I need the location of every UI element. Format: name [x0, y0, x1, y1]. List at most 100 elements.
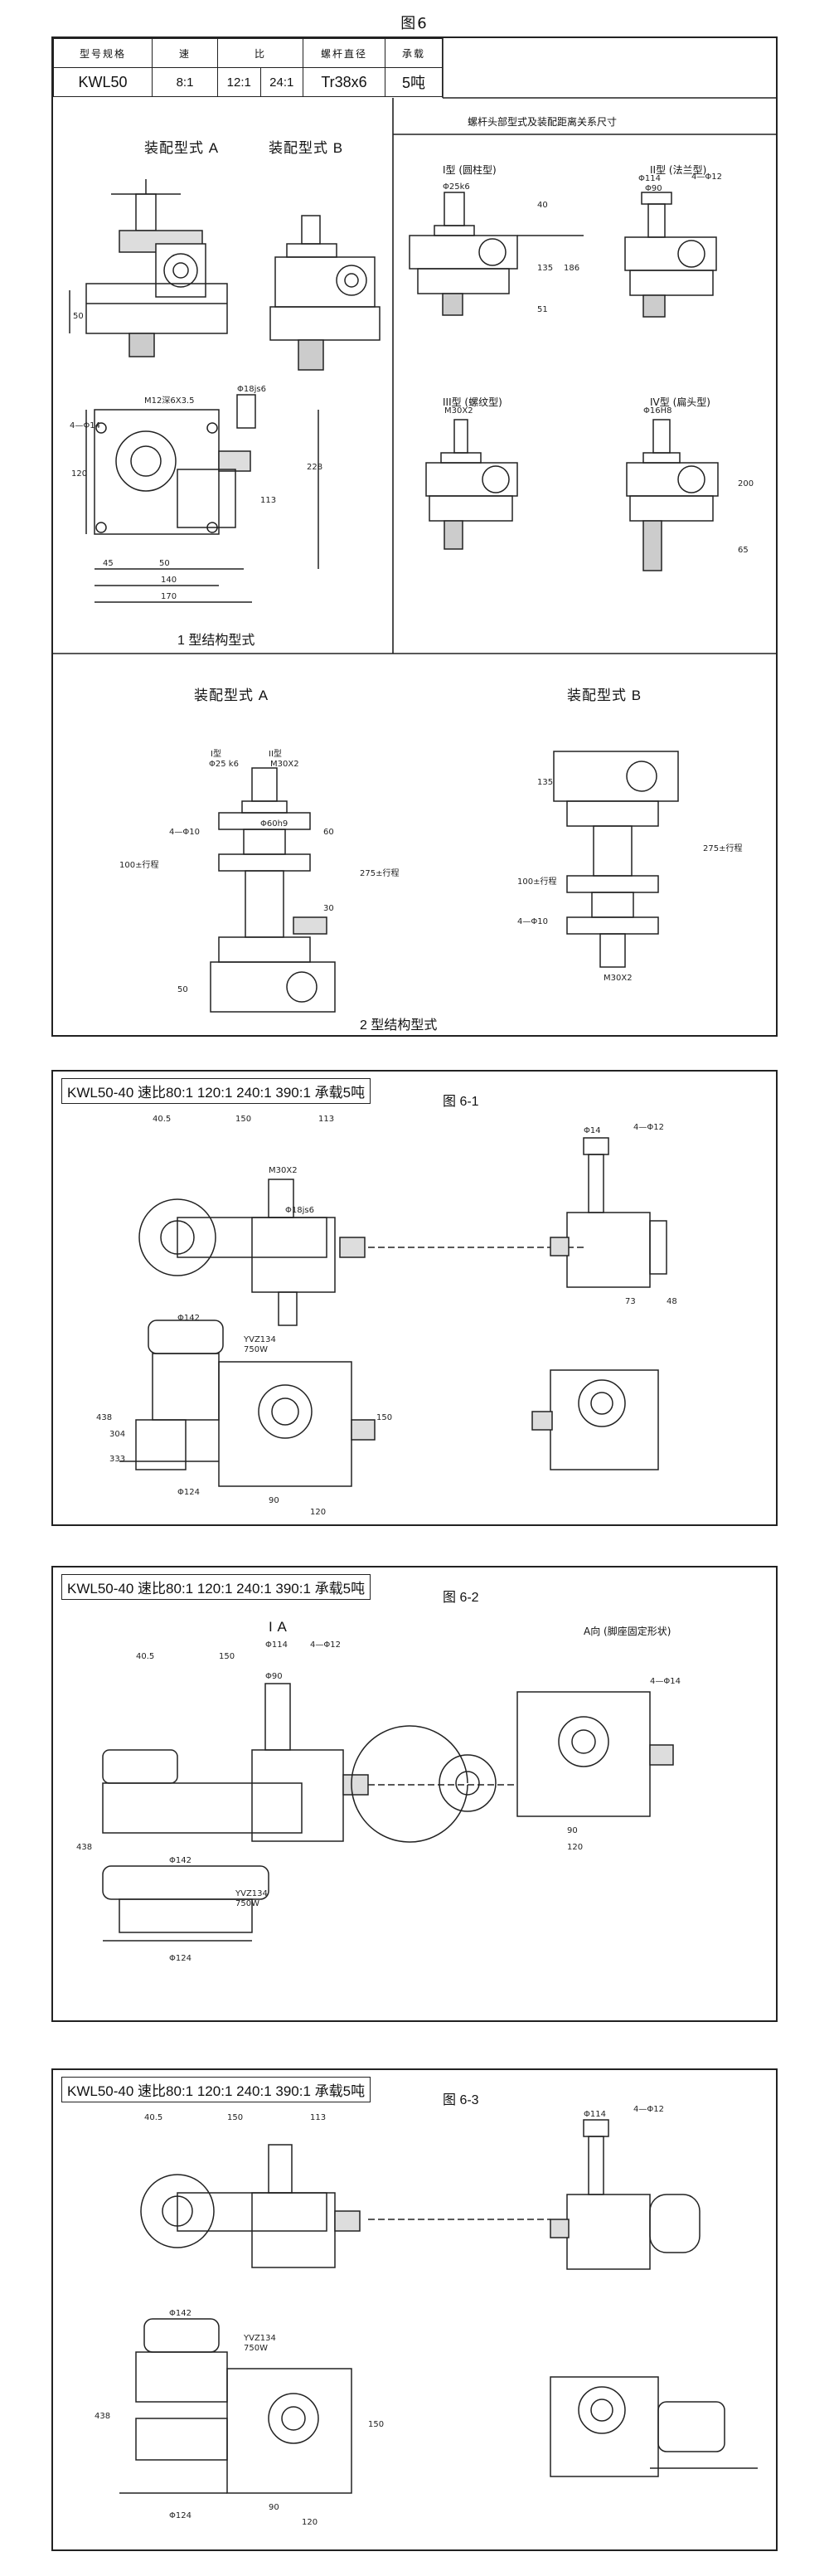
p61-dim-150b: 150: [376, 1413, 392, 1422]
panel-6-2-fig: 图 6-2: [443, 1591, 479, 1605]
spec-ratio-3: 24:1: [259, 67, 303, 97]
p63-dim-142: Φ142: [169, 2309, 191, 2318]
s2-view-a-label: 装配型式 A: [194, 688, 269, 703]
panel-6-1: KWL50-40 速比80:1 120:1 240:1 390:1 承载5吨 图…: [51, 1070, 778, 1526]
panel-6-2-header: KWL50-40 速比80:1 120:1 240:1 390:1 承载5吨: [61, 1574, 371, 1600]
s1-view-b-label: 装配型式 B: [269, 140, 344, 156]
panel-6-2: KWL50-40 速比80:1 120:1 240:1 390:1 承载5吨 图…: [51, 1566, 778, 2022]
dim-114: Φ114: [638, 174, 661, 183]
s1-caption: 1 型结构型式: [177, 634, 255, 648]
p63-dim-114: Φ114: [584, 2110, 606, 2119]
dim-s2b-275: 275±行程: [703, 843, 742, 853]
spec-ratio-2: 12:1: [217, 67, 261, 97]
spec-ratio-1: 8:1: [152, 67, 218, 97]
dim-s2-25k6: Φ25 k6: [209, 760, 239, 769]
spec-header-load: 承载: [385, 38, 443, 68]
p61-dim-438: 438: [96, 1413, 112, 1422]
spec-screw: Tr38x6: [303, 67, 385, 97]
assembly-b-drawing: [269, 215, 381, 371]
p62-dim-114: Φ114: [265, 1640, 288, 1650]
spec-header-model: 型号规格: [53, 38, 153, 68]
spec-table: 型号规格 速 比 螺杆直径 承载 KWL50 8:1 12:1 24:1 Tr3…: [53, 38, 776, 98]
p62-dim-120: 120: [567, 1843, 583, 1852]
dim-50b: 50: [159, 559, 170, 568]
p61-dim-73: 73: [625, 1297, 636, 1306]
s1-view-a-label: 装配型式 A: [144, 140, 220, 156]
dim-a-50: 50: [73, 312, 84, 321]
dim-m30x2: M30X2: [444, 406, 473, 416]
p62-dim-90: Φ90: [265, 1672, 283, 1681]
p63-dim-yvz: YVZ134: [243, 2334, 276, 2343]
dim-s2-type1: I型: [211, 748, 221, 759]
dim-s2-m30: M30X2: [270, 760, 299, 769]
panel-6-2-view-a: I A: [269, 1619, 288, 1635]
panel-6-3-drawing: 40.5 150 113 Φ114 4—Φ12 YVZ134 750W Φ142…: [95, 2105, 758, 2527]
dim-s2b-4-10: 4—Φ10: [517, 917, 548, 926]
p61-dim-333: 333: [109, 1455, 125, 1464]
dim-s2-50: 50: [177, 985, 188, 994]
main-figure-drawing: 50 120 45 50 140 170 113 228 4—Φ14 M12深6…: [53, 38, 776, 1013]
p63-dim-405: 40.5: [144, 2113, 162, 2122]
p61-dim-m30: M30X2: [269, 1166, 298, 1175]
screw-types-drawing: [409, 192, 719, 571]
type-iii-label: III型 (螺纹型): [443, 396, 502, 408]
section2-a-drawing: [210, 767, 336, 1013]
p62-dim-414: 4—Φ14: [650, 1677, 681, 1686]
spec-header-speed: 速: [152, 38, 218, 68]
dim-90: Φ90: [645, 184, 662, 193]
p63-dim-150b: 150: [368, 2420, 384, 2429]
dim-140: 140: [161, 576, 177, 585]
p63-dim-150: 150: [227, 2113, 243, 2122]
dim-4-12: 4—Φ12: [691, 173, 722, 182]
dim-40: 40: [537, 201, 548, 210]
dim-s2-type2: II型: [269, 748, 282, 759]
s2-caption: 2 型结构型式: [360, 1018, 438, 1033]
p61-dim-405: 40.5: [153, 1115, 171, 1124]
type-i-label: I型 (圆柱型): [443, 164, 497, 176]
p61-dim-120: 120: [310, 1508, 326, 1517]
dim-170: 170: [161, 592, 177, 601]
dim-m12: M12深6X3.5: [144, 396, 194, 406]
type-iv-label: IV型 (扁头型): [650, 396, 710, 408]
assembly-a-drawing: [69, 179, 228, 357]
dim-186: 186: [564, 264, 579, 273]
dim-s2-30: 30: [323, 904, 334, 913]
main-figure-panel: 型号规格 速 比 螺杆直径 承载 KWL50 8:1 12:1 24:1 Tr3…: [51, 36, 778, 1037]
p61-dim-90: 90: [269, 1496, 279, 1505]
p62-dim-412: 4—Φ12: [310, 1640, 341, 1650]
p62-dim-405: 40.5: [136, 1652, 154, 1661]
spec-load: 5吨: [385, 67, 443, 97]
panel-6-2-drawing: 40.5 150 Φ114 4—Φ12 Φ90 438 YVZ134 750W …: [76, 1640, 681, 1963]
figure-title: 图6: [400, 15, 429, 32]
dim-s2-100: 100±行程: [119, 859, 158, 870]
p62-dim-90b: 90: [567, 1826, 578, 1835]
p61-dim-48: 48: [667, 1297, 677, 1306]
p63-dim-90: 90: [269, 2503, 279, 2512]
p61-dim-124: Φ124: [177, 1488, 200, 1497]
p61-dim-142: Φ142: [177, 1314, 200, 1323]
dim-51: 51: [537, 305, 548, 314]
dim-65: 65: [738, 546, 749, 555]
p62-dim-750: 750W: [235, 1899, 259, 1908]
dim-4-14: 4—Φ14: [70, 421, 100, 430]
s2-view-b-label: 装配型式 B: [567, 688, 642, 703]
spec-header-screw: 螺杆直径: [303, 38, 385, 68]
dim-113: 113: [260, 496, 276, 505]
panel-6-1-header: KWL50-40 速比80:1 120:1 240:1 390:1 承载5吨: [61, 1078, 371, 1104]
p61-dim-14: Φ14: [584, 1126, 601, 1135]
panel-6-3: KWL50-40 速比80:1 120:1 240:1 390:1 承载5吨 图…: [51, 2068, 778, 2551]
p61-dim-150: 150: [235, 1115, 251, 1124]
dim-18js6: Φ18js6: [237, 385, 266, 394]
dim-s2-275: 275±行程: [360, 868, 399, 878]
panel-6-1-drawing: 40.5 150 113 Φ14 4—Φ12 M30X2 Φ18js6 YVZ1…: [96, 1115, 677, 1517]
s1-right-title: 螺杆头部型式及装配距离关系尺寸: [468, 116, 618, 128]
p62-dim-142: Φ142: [169, 1856, 191, 1865]
p62-dim-yvz: YVZ134: [235, 1889, 268, 1898]
dim-228: 228: [307, 463, 322, 472]
p63-dim-438: 438: [95, 2412, 110, 2421]
p62-dim-124: Φ124: [169, 1954, 191, 1963]
section2-b-drawing: [553, 751, 679, 968]
p61-dim-304: 304: [109, 1430, 125, 1439]
panel-6-1-fig: 图 6-1: [443, 1095, 479, 1109]
panel-6-3-fig: 图 6-3: [443, 2093, 479, 2107]
